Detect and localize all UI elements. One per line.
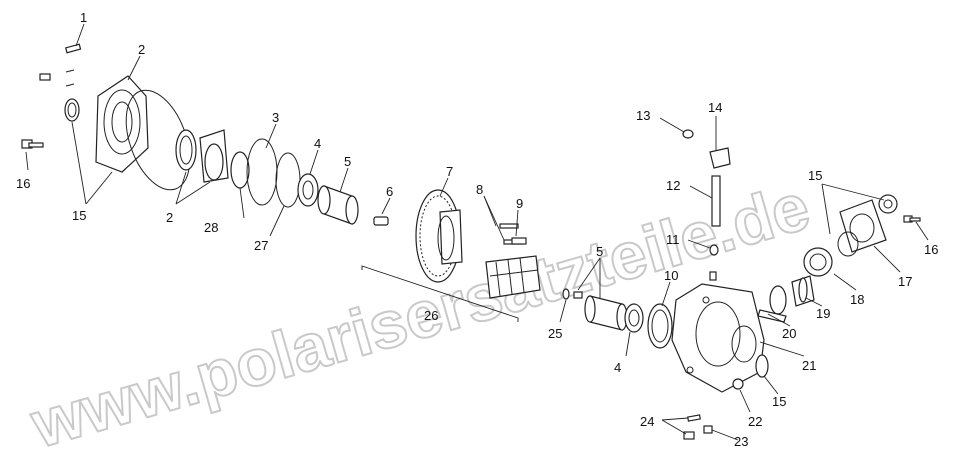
callout-17: 17 [898,274,912,289]
callout-6: 6 [386,184,393,199]
plug-part-22 [732,378,744,390]
callout-23: 23 [734,434,748,449]
housing-part-21 [671,283,765,393]
callout-18: 18 [850,292,864,307]
ring-part-3 [246,138,278,206]
seal-part-15-left [64,98,80,122]
callout-13: 13 [636,108,650,123]
ring-gear-part-7 [415,189,463,283]
ring-parts-2 [175,129,229,183]
callout-19: 19 [816,306,830,321]
callout-8: 8 [476,182,483,197]
callout-1: 1 [80,10,87,25]
right-case-group [562,129,921,440]
callout-7: 7 [446,164,453,179]
callout-4-left: 4 [314,136,321,151]
callout-20: 20 [782,326,796,341]
callout-27: 27 [254,238,268,253]
leader-lines [25,23,929,441]
group-bracket-26 [361,265,519,322]
callout-26: 26 [424,308,438,323]
bearing-part-18 [803,247,833,277]
housing-part-17 [837,199,887,257]
left-cover-group [21,43,389,226]
sleeve-part-5-right [584,295,628,331]
callout-4-right: 4 [614,360,621,375]
callout-5-right: 5 [596,244,603,259]
nut-part-23 [703,425,713,434]
roller-cage [485,255,541,299]
callout-15-upper: 15 [808,168,822,183]
callout-14: 14 [708,100,722,115]
callout-24: 24 [640,414,654,429]
callout-12: 12 [666,178,680,193]
cover-part-2 [95,75,191,191]
sleeve-part-5-left [317,185,359,225]
pin-part-9 [511,237,527,245]
callout-labels: 1 2 2 3 4 5 6 7 8 9 10 4 5 11 12 13 14 1… [16,10,938,449]
bolt-part-24 [683,414,701,440]
callout-25: 25 [548,326,562,341]
studs-part-1 [39,43,82,87]
callout-15-left: 15 [72,208,86,223]
washer-part-15-upper [878,194,898,214]
callout-2-cover: 2 [138,42,145,57]
bearing-part-4-left [297,173,319,207]
clip-part-13 [682,129,694,139]
callout-16-left: 16 [16,176,30,191]
shaft-part-19 [791,275,815,307]
clip-part-25 [562,288,570,300]
callout-15-lower: 15 [772,394,786,409]
center-gear-group [361,189,541,322]
callout-3: 3 [272,110,279,125]
callout-5-left: 5 [344,154,351,169]
seal-part-15-lower [755,354,769,378]
shim-part-28 [230,151,250,189]
bolt-part-16-right [903,215,921,223]
callout-21: 21 [802,358,816,373]
callout-16-right: 16 [924,242,938,257]
pin-part-12 [711,175,721,227]
pin-part-11 [709,244,719,281]
bearing-part-4-right [624,303,644,333]
ring-part-27 [275,152,301,208]
callout-11: 11 [666,232,680,247]
bracket-part-14 [709,147,731,169]
callout-9: 9 [516,196,523,211]
callout-28: 28 [204,220,218,235]
pin-part-6 [373,216,389,226]
callout-22: 22 [748,414,762,429]
callout-2-rings: 2 [166,210,173,225]
callout-10: 10 [664,268,678,283]
bolt-part-16-left [21,139,44,149]
